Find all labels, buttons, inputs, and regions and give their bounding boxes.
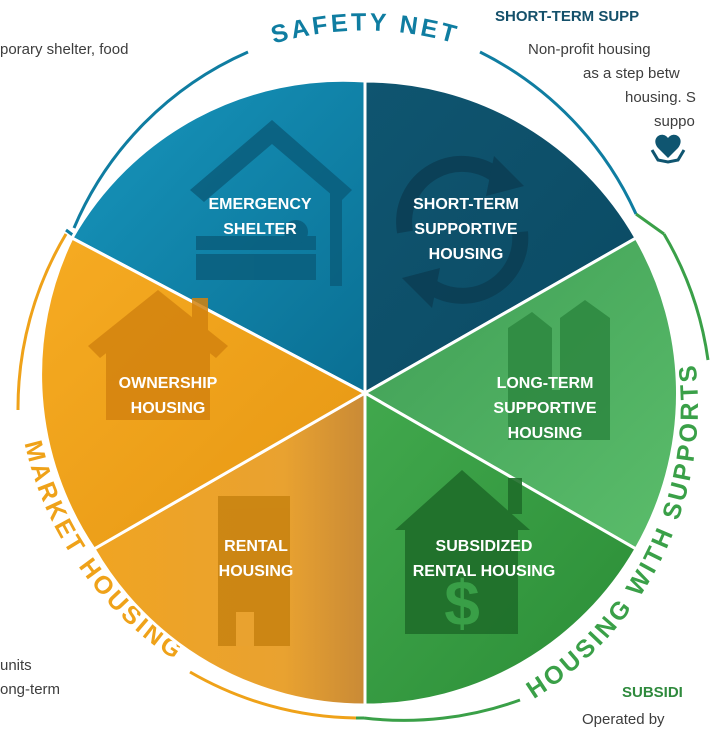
market-description-line: ong-term [0,681,61,698]
ring-arc-market-bottom [189,670,357,720]
segment-label-emergency-shelter-line1: EMERGENCY [208,196,311,213]
segment-label-long-term-line3: HOUSING [508,425,583,442]
segment-label-rental-line1: RENTAL [224,538,288,555]
subsidized-description-line: Operated by [582,711,665,728]
ring-arc-supports-top [662,233,710,361]
ring-label-safety-net: SAFETY NET [268,8,462,49]
ring-arc-market-top [16,233,68,411]
ring-arc-safety-right [479,50,638,215]
segment-label-rental-line2: HOUSING [219,563,294,580]
ring-divider [635,212,665,236]
segment-label-subsidized-line1: SUBSIDIZED [436,538,533,555]
segment-label-ownership-line2: HOUSING [131,400,206,417]
segment-label-short-term-line1: SHORT-TERM [413,196,519,213]
subsidized-heading: SUBSIDI [622,684,683,701]
segment-label-emergency-shelter-line2: SHELTER [223,221,297,238]
outer-ring [16,50,710,722]
segment-label-ownership-line1: OWNERSHIP [119,375,218,392]
cycle-arrows-icon [396,155,529,308]
house-dollar-icon: $ [395,470,530,639]
ring-arc-safety-left [72,50,249,229]
segment-short-term-supportive-housing[interactable] [363,79,639,396]
segment-label-long-term-line2: SUPPORTIVE [493,400,596,417]
short-term-description-line: Non-profit housing [528,41,651,58]
office-tower-icon [218,496,290,646]
short-term-description-line: as a step betw [583,65,680,82]
hand-heart-icon [650,134,686,164]
shelter-bed-icon [190,120,352,286]
ring-arc-supports-bottom [363,698,521,722]
short-term-description-line: housing. S [625,89,696,106]
svg-text:$: $ [444,567,480,639]
segment-label-short-term-line3: HOUSING [429,246,504,263]
segment-label-subsidized-line2: RENTAL HOUSING [413,563,556,580]
segment-label-short-term-line2: SUPPORTIVE [414,221,517,238]
market-description-line: units [0,657,32,674]
safety-net-description: porary shelter, food [0,41,129,58]
house-icon [88,290,228,420]
apartment-building-icon [508,300,610,440]
short-term-description-line: suppo [654,113,695,130]
segment-label-long-term-line1: LONG-TERM [497,375,594,392]
short-term-supports-heading: SHORT-TERM SUPP [495,8,640,25]
